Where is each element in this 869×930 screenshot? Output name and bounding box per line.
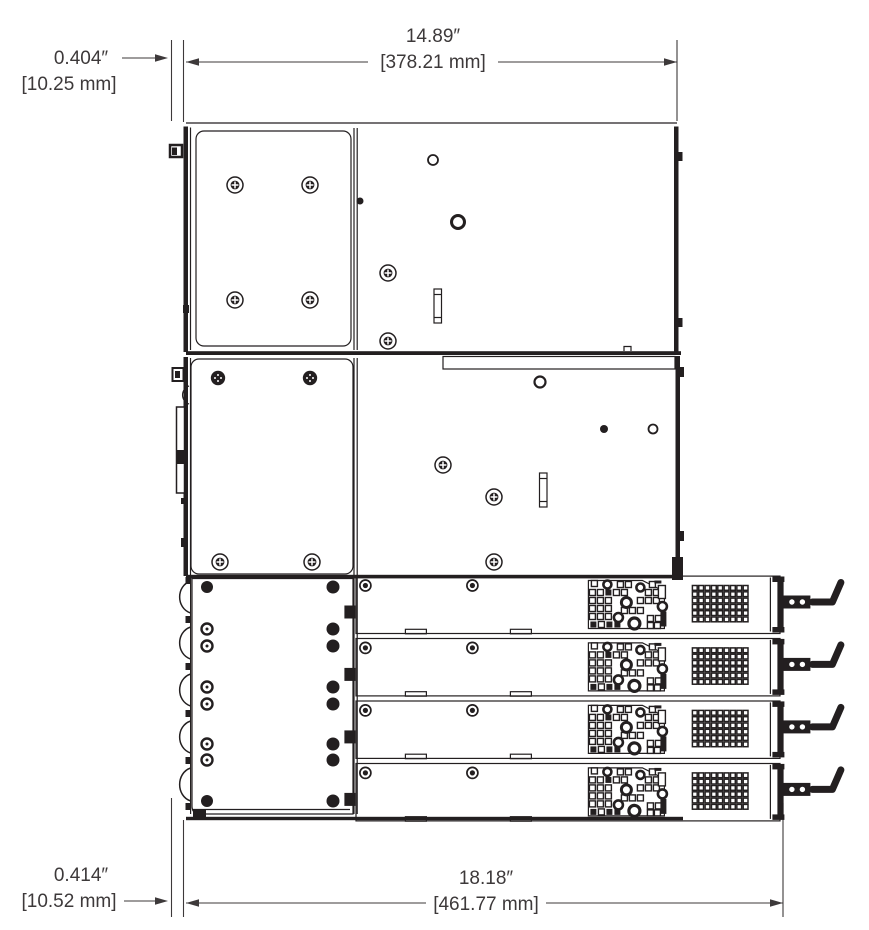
panel-fastener	[326, 639, 340, 653]
panel-fastener-dot	[205, 685, 209, 689]
panel-fastener	[201, 795, 213, 807]
dimension-bottom-offset: 0.414″ [10.52 mm]	[21, 865, 168, 912]
chassis-bottom-section	[178, 577, 358, 818]
round-hole	[427, 154, 439, 166]
dim-top-width-mm: [378.21 mm]	[380, 52, 486, 73]
dim-bottom-width-mm: [461.77 mm]	[433, 894, 539, 915]
chassis-top-section	[168, 122, 683, 353]
panel-fastener	[326, 737, 340, 751]
scallop	[178, 626, 191, 660]
dimension-top-offset: 0.404″ [10.25 mm]	[21, 48, 168, 95]
top-left-panel	[195, 130, 352, 347]
recessed-bar	[442, 355, 676, 370]
panel-fastener	[326, 794, 340, 808]
round-hole	[647, 423, 659, 435]
corner-foot	[672, 557, 683, 580]
panel-fastener	[201, 581, 213, 593]
arrowhead	[770, 899, 783, 907]
left-edge-ticks	[185, 577, 191, 810]
arrowhead	[186, 58, 199, 66]
scallop	[178, 673, 191, 707]
edge-tick	[185, 757, 191, 764]
dim-top-width-inches: 14.89″	[406, 26, 461, 47]
separator-notch	[623, 345, 632, 351]
dimension-bottom-width: 18.18″ [461.77 mm]	[186, 868, 783, 915]
rivet-hole	[600, 425, 608, 433]
chassis-bottom-edge	[186, 816, 683, 821]
section-separator	[186, 574, 681, 579]
psu-module-2	[344, 639, 841, 697]
dim-bottom-offset-mm: [10.52 mm]	[21, 891, 116, 912]
scallop	[178, 580, 191, 614]
round-hole	[533, 375, 547, 389]
edge-tick	[185, 803, 191, 810]
left-edge-scallops	[178, 580, 191, 802]
dim-top-offset-inches: 0.404″	[54, 48, 109, 69]
psu-module-4	[344, 764, 841, 822]
arrowhead	[155, 897, 168, 905]
panel-fastener	[326, 697, 340, 711]
panel-fastener-columns	[200, 580, 340, 808]
panel-fastener	[326, 622, 340, 636]
arrowhead	[186, 899, 199, 907]
edge-tick	[185, 710, 191, 717]
panel-fastener-dot	[205, 742, 209, 746]
arrowhead	[664, 58, 677, 66]
scallop	[178, 767, 191, 802]
corner-foot	[193, 810, 206, 818]
panel-fastener	[326, 753, 340, 767]
side-knob	[181, 385, 190, 405]
middle-left-panel	[190, 358, 354, 575]
edge-tick	[185, 616, 191, 623]
dim-bottom-offset-inches: 0.414″	[54, 865, 109, 886]
dimension-top-width: 14.89″ [378.21 mm]	[186, 26, 677, 73]
psu-module-3	[344, 701, 841, 759]
extension-lines	[170, 40, 784, 917]
rivet-hole	[356, 197, 364, 205]
scallop	[178, 720, 191, 754]
edge-tick	[185, 663, 191, 670]
arrowhead	[155, 54, 168, 62]
panel-fastener-dot	[205, 702, 209, 706]
dim-bottom-width-inches: 18.18″	[459, 868, 514, 889]
panel-fastener-dot	[205, 758, 209, 762]
chassis-middle-section	[171, 355, 684, 580]
psu-modules	[344, 576, 841, 821]
dim-top-offset-mm: [10.25 mm]	[21, 74, 116, 95]
panel-fastener	[326, 580, 340, 594]
edge-tick	[185, 577, 191, 584]
panel-fastener-dot	[205, 644, 209, 648]
panel-fastener-dot	[205, 627, 209, 631]
section-separator	[186, 351, 681, 355]
round-hole	[450, 214, 466, 230]
bottom-left-panel	[191, 577, 354, 815]
psu-module-1	[344, 576, 841, 634]
panel-fastener	[326, 680, 340, 694]
